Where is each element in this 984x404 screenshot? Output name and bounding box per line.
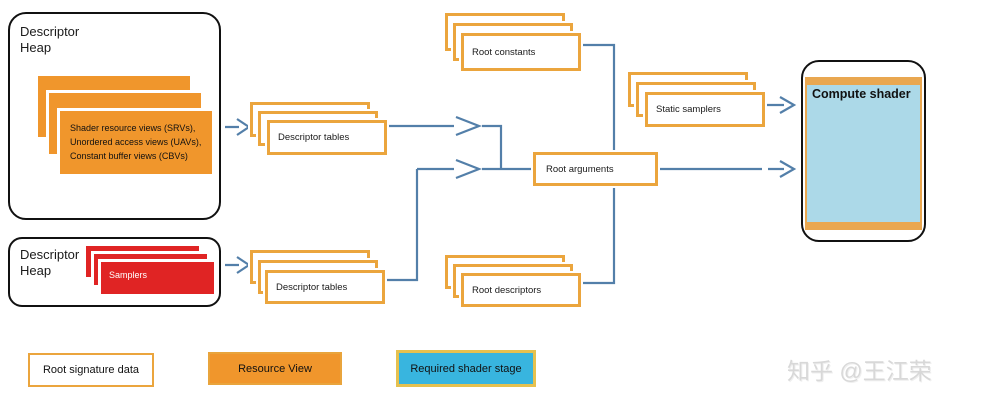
legend-resource-view: Resource View (208, 352, 342, 385)
descriptor-tables-top-front: Descriptor tables (267, 120, 387, 155)
compute-shader-label: Compute shader (812, 87, 911, 101)
wire-merge-to-root-arguments (417, 158, 533, 180)
legend-root-signature-data: Root signature data (28, 353, 154, 387)
wire-tables-top-to-merge (387, 115, 503, 169)
arrow-root-arguments-to-compute (658, 160, 797, 178)
arrow-static-samplers-to-compute (766, 96, 797, 114)
arrow-heap-resources-to-tables (225, 118, 251, 136)
root-descriptors-label: Root descriptors (472, 284, 542, 296)
legend-resource-view-label: Resource View (238, 362, 312, 375)
root-arguments-box: Root arguments (533, 152, 658, 186)
samplers-stack-front: Samplers (101, 262, 214, 294)
wire-root-constants-to-root-arguments (581, 43, 616, 152)
legend-root-signature-data-label: Root signature data (42, 364, 139, 376)
descriptor-heap-samplers-title: Descriptor Heap (20, 247, 80, 278)
wire-tables-bottom-to-merge (387, 169, 419, 282)
compute-shader-stage-box: Compute shader (805, 77, 922, 230)
descriptor-heap-resources-title: Descriptor Heap (20, 24, 80, 55)
root-descriptors-front: Root descriptors (461, 273, 581, 307)
arrow-heap-samplers-to-tables (225, 256, 251, 274)
static-samplers-label: Static samplers (656, 104, 721, 115)
wire-root-descriptors-to-root-arguments (583, 186, 616, 285)
descriptor-tables-bottom-front: Descriptor tables (265, 270, 385, 304)
descriptor-tables-bottom-label: Descriptor tables (276, 281, 348, 293)
legend-required-shader-stage-label: Required shader stage (410, 362, 522, 375)
samplers-label: Samplers (109, 270, 148, 280)
descriptor-tables-top-label: Descriptor tables (278, 132, 350, 143)
root-constants-front: Root constants (461, 33, 581, 71)
root-arguments-label: Root arguments (546, 163, 614, 175)
root-constants-label: Root constants (472, 46, 536, 58)
zhihu-watermark: 知乎 @王江荣 (787, 358, 932, 384)
resource-views-stack-front: Shader resource views (SRVs), Unordered … (60, 111, 212, 174)
static-samplers-front: Static samplers (645, 92, 765, 127)
resource-views-label: Shader resource views (SRVs), Unordered … (70, 123, 202, 161)
legend-required-shader-stage: Required shader stage (396, 350, 536, 387)
